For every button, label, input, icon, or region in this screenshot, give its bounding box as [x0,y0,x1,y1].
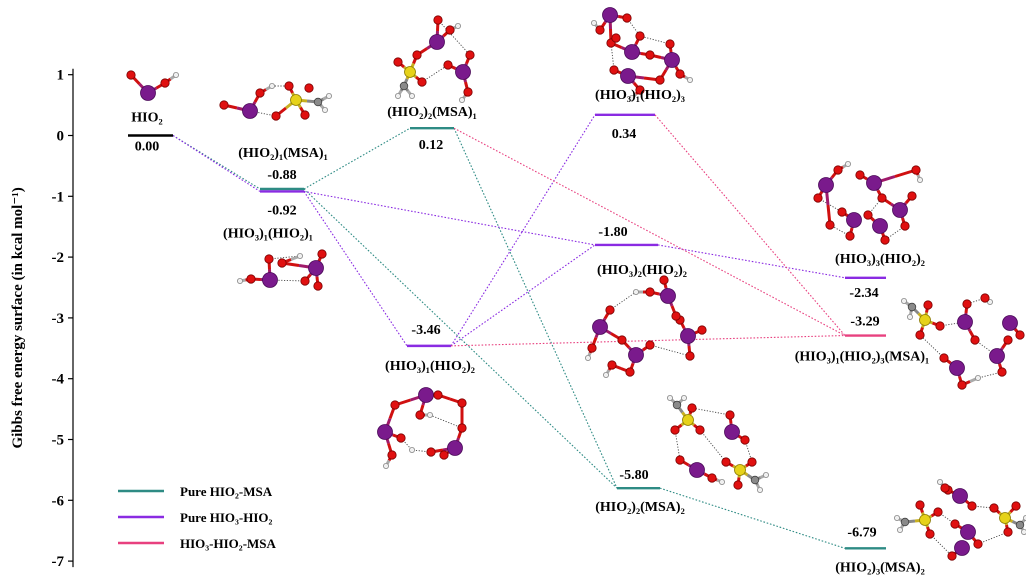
connection-hio3_hio2-hio3_2_hio2_2 [303,190,596,246]
y-axis-label: Gibbs free energy surface (in kcal mol⁻¹… [10,187,26,448]
level-value-hio2_3_msa_2: -6.79 [847,525,876,540]
molecule-hio3-hio2-3-msa-icon [901,293,1025,390]
connection-hio2_2_msa_2-hio2_3_msa_2 [659,487,846,549]
y-tick-label: -3 [52,311,65,327]
level-name-hio3_hio2: (HIO₃)₁(HIO₂)₁ [223,226,313,241]
y-tick-label: -5 [52,433,65,449]
y-tick-label: -1 [52,189,65,205]
level-name-hio3_3_hio2_2: (HIO₃)₃(HIO₂)₂ [835,252,925,267]
y-tick-label: -2 [52,250,65,266]
level-name-hio2: HIO₂ [131,111,162,126]
level-name-hio3_hio2_3: (HIO₃)₁(HIO₂)₃ [595,88,685,103]
molecule-hio2-2-msa-2-icon [667,394,770,493]
connection-hio2-hio2_msa [172,135,261,190]
connection-hio3_2_hio2_2-hio3_3_hio2_2 [657,244,846,279]
legend-label: HIO₃-HIO₂-MSA [180,536,277,551]
level-value-hio3_hio2_3_msa: -3.29 [850,315,879,330]
connection-hio3_hio2-hio3_hio2_2 [303,191,408,347]
connection-hio2_2_msa-hio2_2_msa_2 [453,127,618,489]
molecule-hio2-msa-icon [219,81,332,121]
level-value-hio3_hio2: -0.92 [267,203,296,218]
y-tick-label: -4 [52,372,65,388]
connection-hio2-hio3_hio2 [172,135,261,192]
level-value-hio2_msa: -0.88 [267,168,296,183]
molecule-hio3-hio2-icon [236,249,327,291]
molecule-hio3-hio2-3-icon [591,7,694,102]
molecule-hio2-3-msa-2-icon [894,478,1026,561]
level-value-hio2_2_msa: 0.12 [419,138,444,153]
level-name-hio2_msa: (HIO₂)₁(MSA)₁ [238,146,328,161]
y-axis: 1 0 -1 -2 -3 -4 -5 -6 -7 Gibbs free energy surfac… [10,68,74,570]
legend-label: Pure HIO₂-MSA [180,484,273,499]
molecule-hio2-2-msa-icon [393,15,475,104]
level-value-hio3_hio2_3: 0.34 [612,127,637,142]
molecule-hio3-3-hio2-2-icon [813,160,924,245]
legend: Pure HIO₂-MSA Pure HIO₃-HIO₂ HIO₃-HIO₂-MSA [118,484,277,551]
level-name-hio2_2_msa_2: (HIO₂)₂(MSA)₂ [595,500,685,515]
y-tick-label: 0 [57,129,65,145]
connection-hio3_hio2_2-hio3_hio2_3 [450,114,596,347]
connection-hio3_hio2_2-hio3_hio2_3_msa [450,334,846,347]
connections [172,114,846,549]
level-value-hio3_2_hio2_2: -1.80 [598,225,627,240]
y-tick-label: 1 [57,68,65,84]
connection-hio3_hio2_2-hio3_2_hio2_2 [450,244,596,347]
molecule-hio3-2-hio2-2-icon [585,275,707,378]
molecule-hio3-hio2-2-icon [377,387,467,469]
legend-label: Pure HIO₃-HIO₂ [180,510,273,525]
level-name-hio2_2_msa: (HIO₂)₂(MSA)₁ [387,105,477,120]
level-name-hio3_2_hio2_2: (HIO₃)₂(HIO₂)₂ [597,263,687,278]
connection-hio3_hio2_3-hio3_hio2_3_msa [654,114,846,336]
molecule-structures [126,7,1026,561]
level-value-hio2_2_msa_2: -5.80 [619,468,648,483]
level-name-hio2_3_msa_2: (HIO₂)₃(MSA)₂ [835,560,925,575]
connection-hio2_2_msa-hio3_hio2_3_msa [453,127,846,337]
level-value-hio3_hio2_2: -3.46 [411,323,440,338]
level-value-hio2: 0.00 [135,140,160,155]
molecule-hio2-icon [126,70,179,101]
level-name-hio3_hio2_2: (HIO₃)₁(HIO₂)₂ [385,359,475,374]
y-tick-label: -7 [52,554,65,570]
connection-hio2_msa-hio2_2_msa_2 [303,188,618,489]
level-value-hio3_3_hio2_2: -2.34 [849,286,878,301]
energy-levels: 0.00 HIO₂ -0.88 (HIO₂)₁(MSA)₁ -0.92 (HIO₃)₁(H… [128,88,929,575]
y-tick-label: -6 [52,493,65,509]
level-name-hio3_hio2_3_msa: (HIO₃)₁(HIO₂)₃(MSA)₁ [795,350,930,365]
